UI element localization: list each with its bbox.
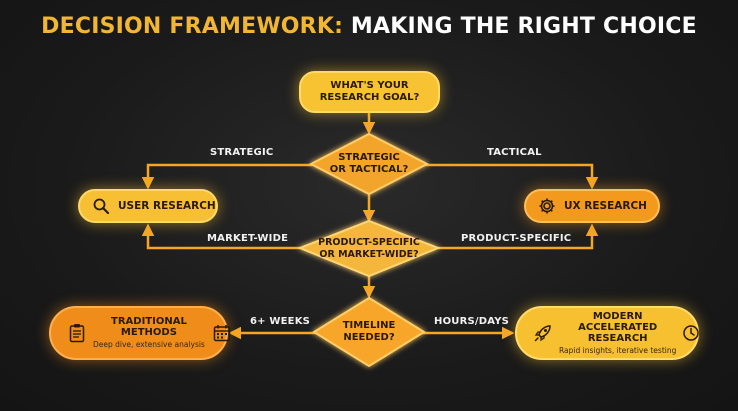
decision-market-diamond — [297, 219, 441, 278]
clipboard-icon — [69, 323, 85, 343]
start-line2: RESEARCH GOAL? — [319, 92, 420, 103]
decision-market-line1: PRODUCT-SPECIFIC — [318, 237, 420, 248]
connector-tactical — [425, 163, 599, 190]
title-prefix: DECISION FRAMEWORK: — [41, 14, 344, 39]
decision-scope-label: STRATEGIC OR TACTICAL? — [319, 152, 419, 176]
decision-timeline-line2: NEEDED? — [343, 332, 395, 343]
decision-scope-line2: OR TACTICAL? — [329, 164, 409, 175]
outcome-modern-accelerated-research: MODERN ACCELERATED RESEARCH Rapid insigh… — [515, 306, 700, 360]
edge-label-tactical: TACTICAL — [487, 147, 542, 158]
gear-icon — [538, 197, 556, 215]
page-title: DECISION FRAMEWORK: MAKING THE RIGHT CHO… — [0, 14, 738, 39]
clock-icon — [682, 324, 700, 342]
outcome-user-research: USER RESEARCH — [78, 189, 218, 223]
edge-label-market-wide: MARKET-WIDE — [207, 233, 289, 244]
calendar-icon — [213, 324, 231, 342]
connector-product-specific — [436, 223, 599, 250]
modern-text: MODERN ACCELERATED RESEARCH Rapid insigh… — [559, 311, 676, 356]
start-node-research-goal: WHAT'S YOUR RESEARCH GOAL? — [299, 71, 440, 113]
edge-label-six-weeks: 6+ WEEKS — [250, 316, 311, 327]
connector-strategic — [141, 163, 313, 190]
decision-timeline-label: TIMELINE NEEDED? — [324, 320, 414, 344]
connector-market-wide — [141, 223, 302, 250]
title-suffix: MAKING THE RIGHT CHOICE — [343, 14, 697, 39]
decision-scope-diamond — [308, 132, 430, 196]
rocket-icon — [533, 323, 553, 343]
edge-label-strategic: STRATEGIC — [210, 147, 274, 158]
edge-label-product-specific: PRODUCT-SPECIFIC — [461, 233, 572, 244]
decision-timeline-diamond — [312, 296, 426, 368]
ux-research-label: UX RESEARCH — [564, 200, 647, 212]
decision-market-line2: OR MARKET-WIDE? — [319, 249, 419, 260]
magnifier-icon — [92, 197, 110, 215]
user-research-label: USER RESEARCH — [118, 200, 216, 212]
outcome-traditional-methods: TRADITIONAL METHODS Deep dive, extensive… — [49, 306, 231, 360]
modern-subtitle: Rapid insights, iterative testing — [559, 345, 677, 355]
outcome-ux-research: UX RESEARCH — [524, 189, 660, 223]
modern-line1: MODERN ACCELERATED — [578, 310, 658, 333]
modern-line2: RESEARCH — [587, 332, 648, 344]
decision-timeline-line1: TIMELINE — [342, 320, 396, 331]
start-line1: WHAT'S YOUR — [330, 80, 409, 91]
traditional-line1: TRADITIONAL — [111, 316, 187, 327]
edge-label-hours-days: HOURS/DAYS — [434, 316, 510, 327]
traditional-line2: METHODS — [120, 327, 177, 338]
decision-scope-line1: STRATEGIC — [338, 152, 400, 163]
decision-market-label: PRODUCT-SPECIFIC OR MARKET-WIDE? — [304, 237, 434, 261]
traditional-text: TRADITIONAL METHODS Deep dive, extensive… — [93, 316, 205, 350]
traditional-subtitle: Deep dive, extensive analysis — [93, 340, 205, 349]
